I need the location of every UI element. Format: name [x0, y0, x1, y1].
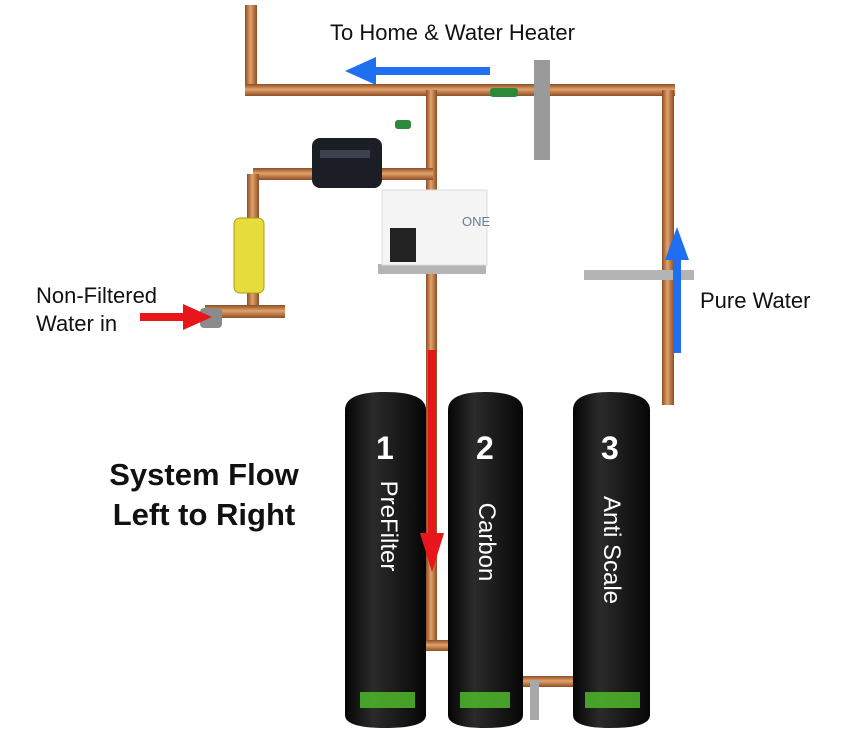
valve-handle-icon — [395, 120, 411, 129]
inlet-valve-icon — [200, 308, 222, 328]
valve-handle-icon — [490, 88, 518, 97]
fittings: ONE — [200, 60, 694, 328]
label-system-flow: System Flow Left to Right — [74, 455, 334, 535]
pipe-bracket-icon — [584, 270, 694, 280]
flow-meter-icon — [312, 138, 382, 188]
tank-3-number: 3 — [601, 430, 619, 466]
arrow-inlet-head-icon — [183, 304, 212, 330]
pipe-bracket-icon — [378, 264, 486, 274]
tank-anti-scale — [573, 392, 650, 728]
device-brand-logo: ONE — [462, 214, 491, 229]
tank-1-name: PreFilter — [375, 480, 402, 572]
label-to-home: To Home & Water Heater — [330, 20, 575, 45]
tank-carbon — [448, 392, 523, 728]
label-inlet-line1: Non-Filtered — [36, 283, 158, 308]
label-flow-line2: Left to Right — [112, 497, 296, 532]
label-inlet-line2: Water in — [36, 311, 118, 336]
tank-prefilter — [345, 392, 426, 728]
arrow-down-head-icon — [420, 533, 444, 572]
tank-3-name: Anti Scale — [598, 495, 625, 605]
tank-2-number: 2 — [476, 430, 494, 466]
arrow-to-home-head-icon — [345, 57, 376, 85]
pipe-bracket-icon — [534, 60, 550, 160]
arrow-pure-water-head-icon — [665, 227, 689, 260]
label-inlet: Non-Filtered Water in — [36, 282, 157, 338]
label-flow-line1: System Flow — [109, 457, 299, 492]
arrow-down-icon — [428, 350, 436, 535]
arrow-to-home-icon — [372, 67, 490, 75]
flow-arrows — [140, 57, 689, 572]
sediment-filter-icon — [233, 217, 265, 294]
tank-2-name: Carbon — [473, 502, 500, 582]
filter-tanks — [345, 392, 650, 728]
tank-1-number: 1 — [376, 430, 394, 466]
arrow-pure-water-icon — [673, 258, 681, 353]
arrow-inlet-icon — [140, 313, 185, 321]
label-pure-water: Pure Water — [700, 288, 811, 313]
